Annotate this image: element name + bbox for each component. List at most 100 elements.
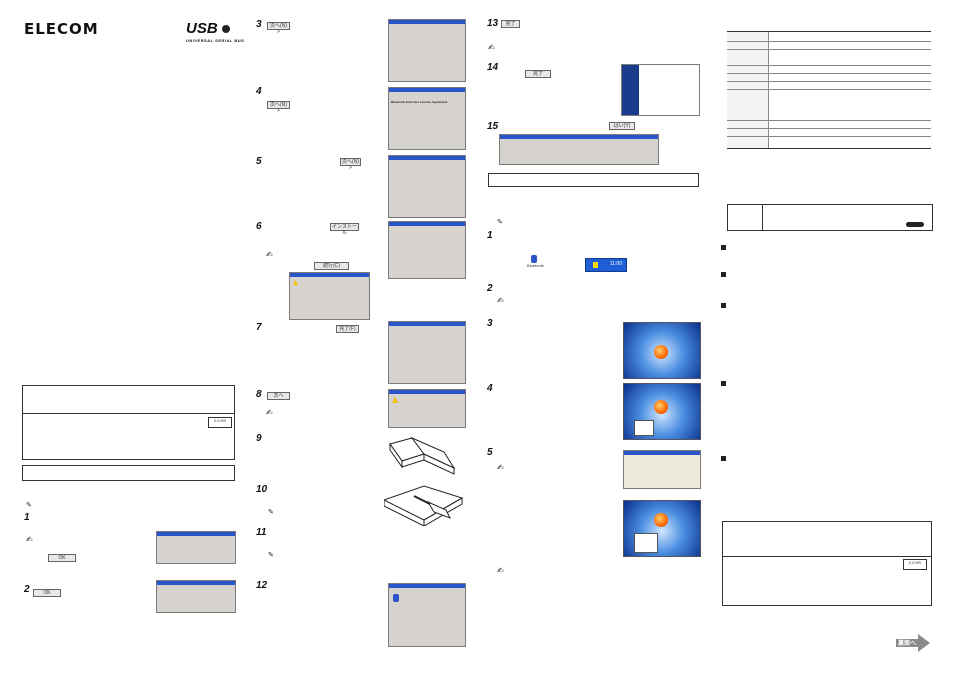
- support-pill: [906, 222, 924, 227]
- spec-table-rule: [727, 89, 931, 90]
- wizard-side-panel: [622, 65, 639, 115]
- step-number: 14: [487, 62, 499, 73]
- step-number: 12: [256, 580, 268, 591]
- install-button[interactable]: インストール: [330, 223, 359, 236]
- step-number: 10: [256, 484, 268, 495]
- step-number: 7: [256, 322, 262, 333]
- bluetooth-orb-icon: [654, 345, 668, 359]
- tray-bluetooth-icon[interactable]: [593, 262, 598, 268]
- context-menu: [634, 420, 654, 436]
- bullet-square: [721, 245, 726, 250]
- bluetooth-icon: [393, 594, 399, 602]
- usb-adapter-icon: [389, 436, 456, 475]
- spec-table-rule: [727, 81, 931, 82]
- step-number: 6: [256, 221, 262, 232]
- spec-box-top: 2.0 HS: [22, 385, 235, 460]
- step-number: 5: [487, 447, 493, 458]
- usb-2-icon: [222, 24, 231, 33]
- restart-titlebar: [500, 135, 658, 139]
- usb-logo: USB UNIVERSAL SERIAL BUS: [186, 20, 244, 43]
- warning-icon: [293, 280, 298, 285]
- installer-screenshot: [388, 155, 466, 218]
- next-button[interactable]: 次へ(N) >: [267, 22, 290, 35]
- spec-table-rule: [727, 120, 931, 121]
- finish-titlebar: [389, 322, 465, 326]
- spec-box-divider: [723, 556, 931, 557]
- installer-titlebar: [389, 156, 465, 160]
- laptop-port-icon: [384, 485, 464, 526]
- memo-icon: ✎: [268, 552, 274, 559]
- bluetooth-menu-screenshot: [623, 500, 701, 557]
- finish-screenshot: [388, 321, 466, 384]
- continue-button[interactable]: 続行(C): [314, 262, 349, 270]
- step-number: 8: [256, 389, 262, 400]
- finish-button[interactable]: 完了: [501, 20, 520, 28]
- spec-box-divider: [23, 413, 234, 414]
- bluetooth-icon: [531, 255, 537, 263]
- taskbar-tray: 11:00: [585, 258, 627, 272]
- support-box-divider: [762, 205, 763, 230]
- license-title: Bluetooth End User License Agreement: [391, 100, 448, 104]
- yes-button[interactable]: はい(Y): [609, 122, 635, 130]
- usb-hs-badge-text: 2.0 HS: [213, 418, 227, 423]
- bullet-square: [721, 303, 726, 308]
- step-number: 2: [24, 584, 30, 595]
- bullet-square: [721, 456, 726, 461]
- spec-table-rule: [727, 128, 931, 129]
- bluetooth-titlebar: [389, 390, 465, 394]
- ok-button[interactable]: OK: [48, 554, 76, 562]
- usb-hs-badge-text: 2.0 HS: [908, 560, 922, 565]
- step-number: 1: [24, 512, 30, 523]
- bluetooth-places-screenshot: [623, 322, 701, 379]
- spec-box-bottom: 2.0 HS: [722, 521, 932, 606]
- next-button[interactable]: 次へ: [267, 392, 290, 400]
- spec-table-rule: [727, 136, 931, 137]
- step-number: 1: [487, 230, 493, 241]
- notice-box: [22, 465, 235, 481]
- usb-adapter-illustration: [389, 436, 456, 475]
- memo-icon: ✎: [497, 219, 503, 226]
- step-number: 2: [487, 283, 493, 294]
- installer-screenshot: [388, 221, 466, 279]
- finish-button[interactable]: 完了(F): [336, 325, 359, 333]
- dialog-titlebar: [157, 532, 235, 536]
- bluetooth-orb-icon: [654, 400, 668, 414]
- bluetooth-menu-screenshot: [623, 383, 701, 440]
- memo-icon: ✍: [497, 463, 504, 472]
- support-box: [727, 204, 933, 231]
- bullet-square: [721, 381, 726, 386]
- properties-screenshot: [388, 583, 466, 647]
- step-number: 15: [487, 121, 499, 132]
- usb-insert-illustration: [384, 485, 464, 526]
- restart-dialog-screenshot: [499, 134, 659, 165]
- next-button[interactable]: 次へ(N) >: [267, 101, 290, 114]
- next-button[interactable]: 次へ(N) >: [340, 158, 361, 171]
- ok-button[interactable]: OK: [33, 589, 61, 597]
- properties-titlebar: [389, 584, 465, 588]
- finish-button[interactable]: 完了: [525, 70, 551, 78]
- memo-icon: ✍: [266, 408, 273, 417]
- device-properties-titlebar: [624, 451, 700, 455]
- dialog-titlebar: [157, 581, 235, 585]
- spec-table-rule: [727, 73, 931, 74]
- bluetooth-orb-icon: [654, 513, 668, 527]
- warning-icon: [392, 397, 398, 403]
- step-number: 3: [487, 318, 493, 329]
- tray-time: 11:00: [609, 261, 622, 267]
- installer-titlebar: [389, 20, 465, 24]
- dialog-screenshot: [156, 531, 236, 564]
- next-page-arrow[interactable]: 裏面へ: [896, 634, 930, 652]
- memo-icon: ✍: [266, 250, 273, 259]
- step-number: 11: [256, 527, 267, 538]
- spec-table-rule: [727, 65, 931, 66]
- step-number: 9: [256, 433, 262, 444]
- step-number: 4: [256, 86, 262, 97]
- device-properties-screenshot: [623, 450, 701, 489]
- bullet-square: [721, 272, 726, 277]
- installer-screenshot: [388, 19, 466, 82]
- memo-icon: ✍: [497, 566, 504, 575]
- spec-table: [727, 31, 931, 149]
- usb-logo-sub: UNIVERSAL SERIAL BUS: [186, 38, 245, 43]
- wizard-finish-screenshot: [621, 64, 700, 116]
- section-header-box: [488, 173, 699, 187]
